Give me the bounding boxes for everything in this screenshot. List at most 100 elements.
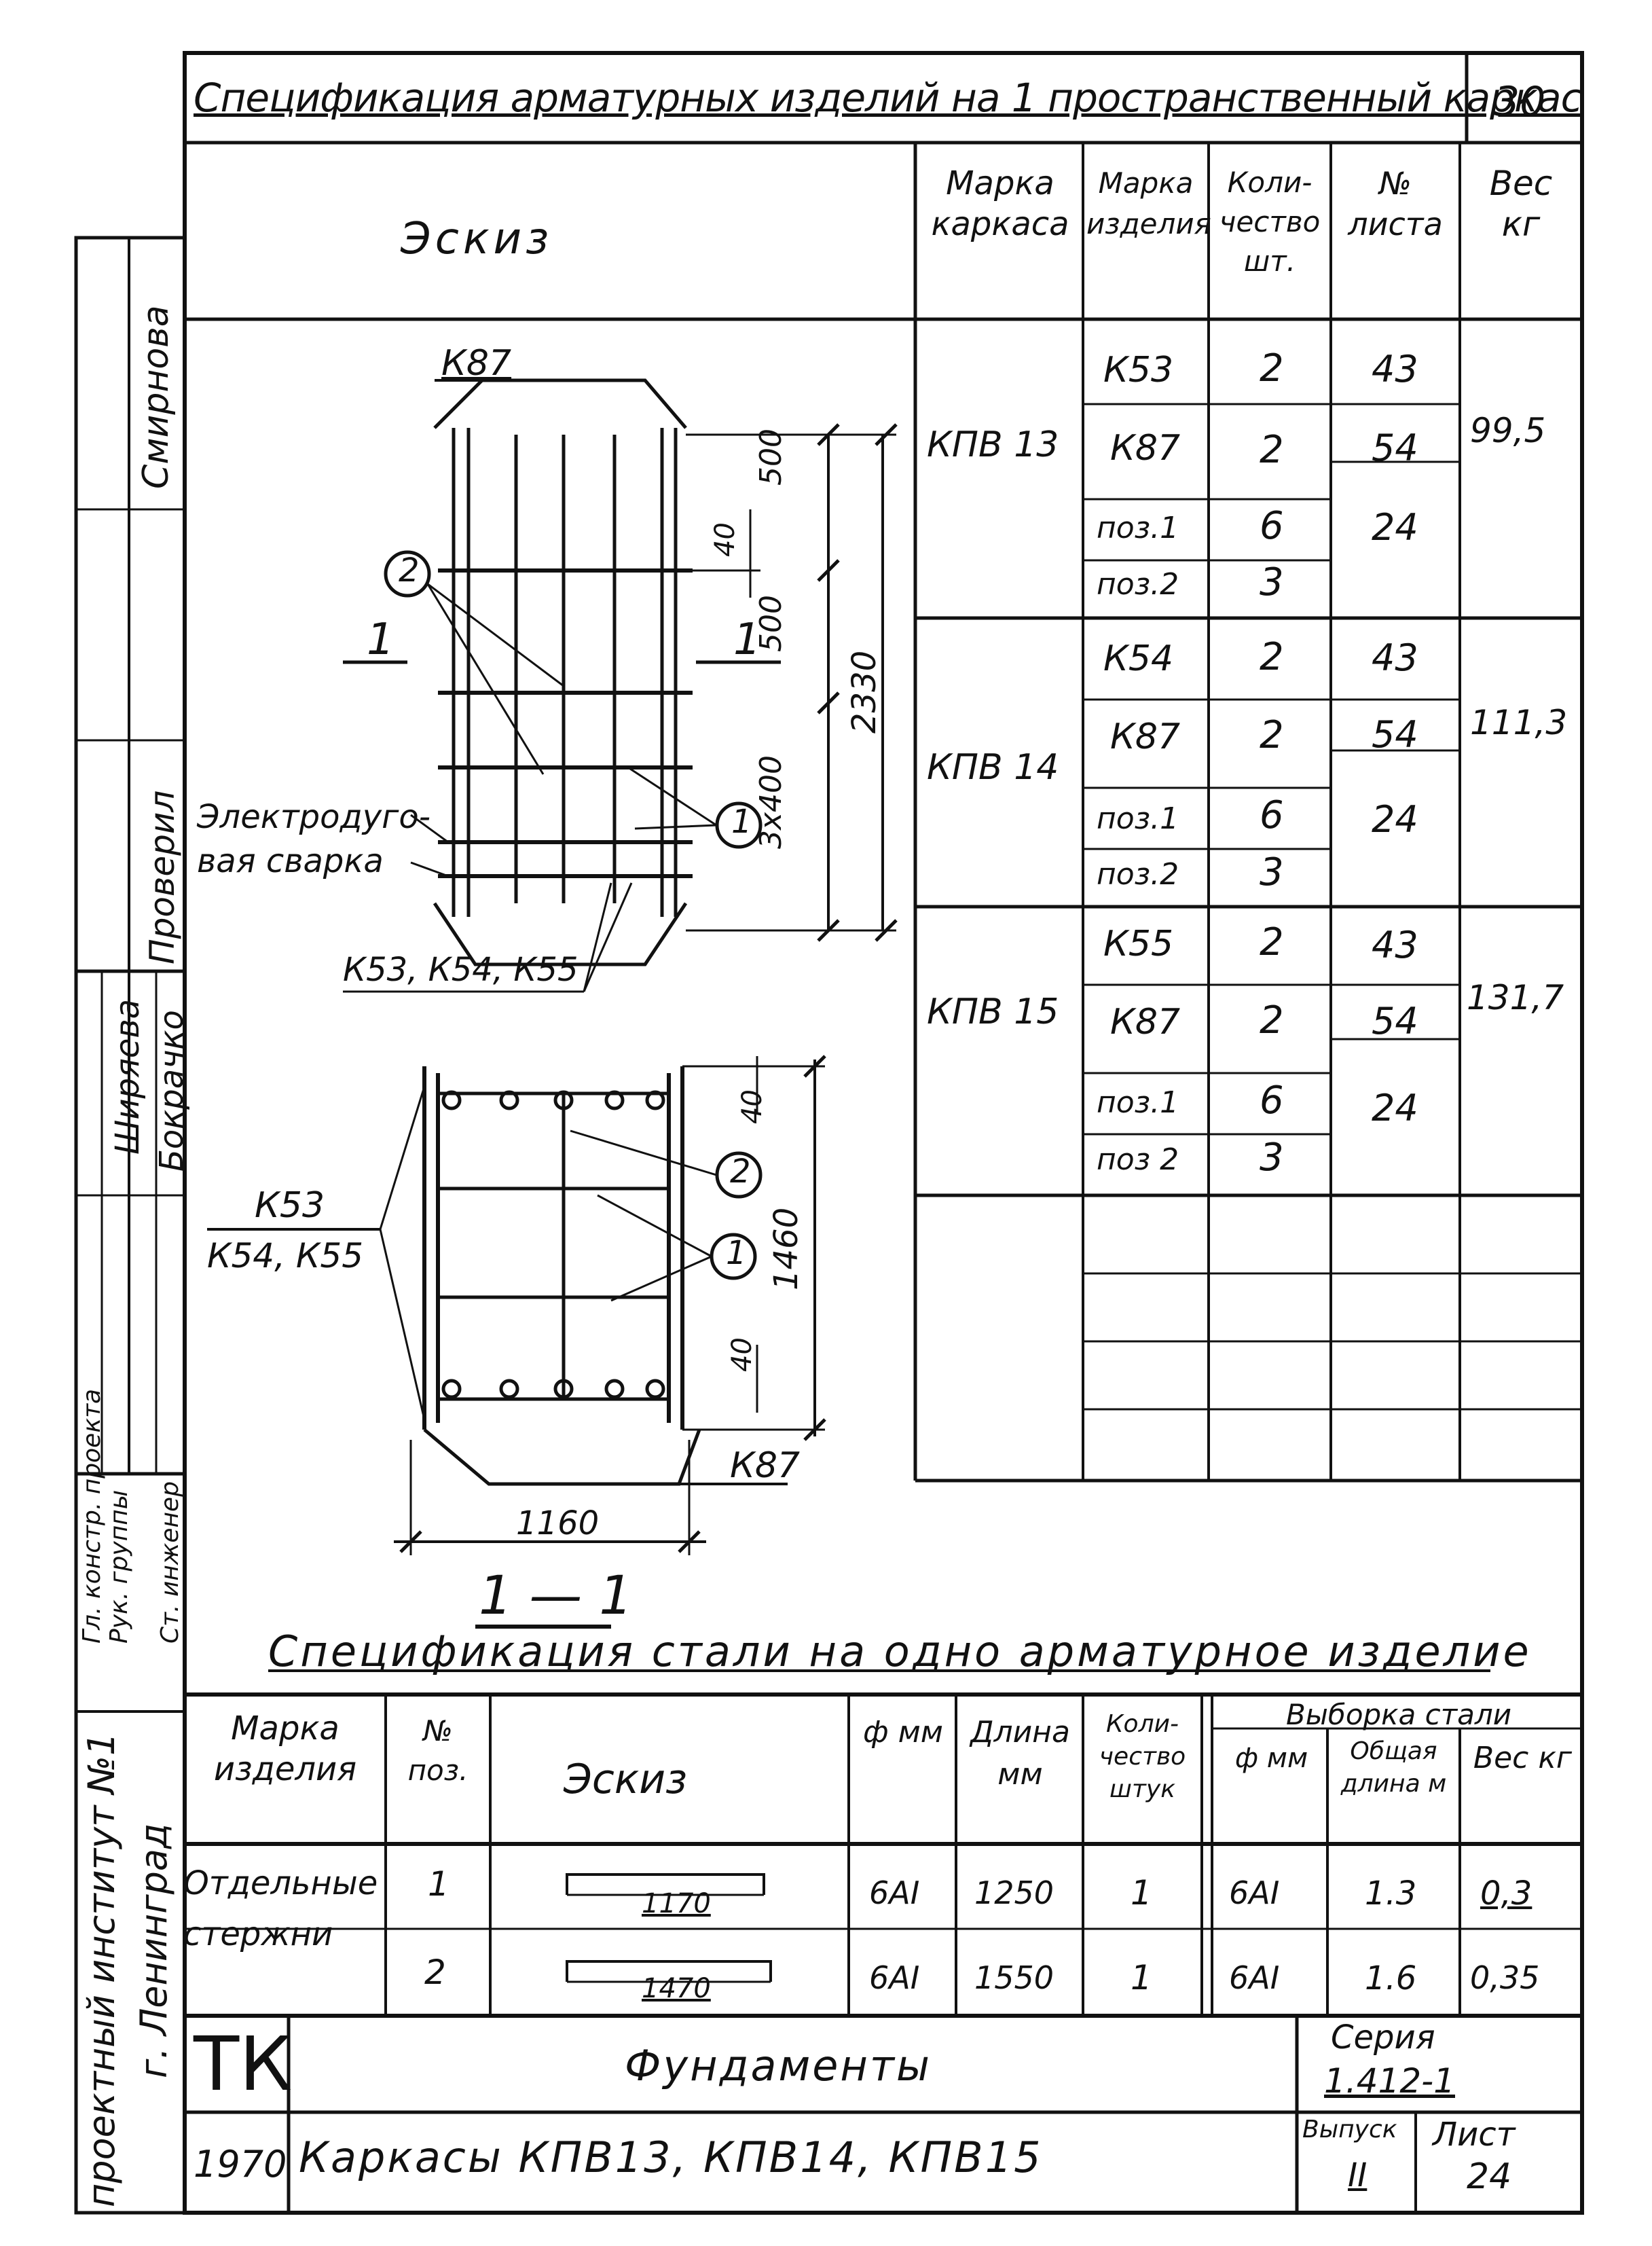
header-frame-mark: Марка каркаса xyxy=(931,164,1069,243)
side-role-engineer: Ст. инженер xyxy=(156,1481,184,1644)
label-k53-k55: К53, К54, К55 xyxy=(343,951,579,989)
steel-qty: 1 xyxy=(1131,1873,1152,1913)
steel-item-mark-2: стержни xyxy=(183,1915,333,1953)
callout-2-section: 2 xyxy=(730,1153,751,1191)
item-sheet: 24 xyxy=(1372,798,1418,841)
steel-header-item: Марка изделия xyxy=(213,1709,357,1788)
weight-kpv14: 111,3 xyxy=(1470,703,1568,742)
weight-kpv13: 99,5 xyxy=(1470,411,1546,450)
side-role-chief: Гл. констр. проекта xyxy=(78,1388,106,1644)
steel-sketch-length: 1170 xyxy=(642,1888,711,1919)
steel-length: 1550 xyxy=(974,1959,1054,1996)
steel-header-dia: ф мм xyxy=(863,1715,943,1750)
drawing-title: Каркасы КПВ13, КПВ14, КПВ15 xyxy=(299,2133,1043,2182)
item-sheet: 24 xyxy=(1372,1087,1418,1129)
item-qty: 3 xyxy=(1260,560,1284,604)
steel-sel-total: 1.3 xyxy=(1365,1874,1417,1913)
steel-pos: 2 xyxy=(424,1953,446,1992)
sheet-title: Спецификация арматурных изделий на 1 про… xyxy=(194,75,1582,121)
side-city: г. Ленинград xyxy=(132,1823,175,2078)
callout-2-top: 2 xyxy=(399,551,420,590)
dim-40-c: 40 xyxy=(727,1337,758,1372)
header-item-mark: Марка изделия xyxy=(1086,166,1211,240)
item-sheet: 43 xyxy=(1372,636,1418,679)
steel-sel-total: 1.6 xyxy=(1365,1959,1417,1997)
frame-mark-kpv13: КПВ 13 xyxy=(927,424,1059,465)
section-title: 1 — 1 xyxy=(479,1565,633,1627)
steel-sel-weight: 0,35 xyxy=(1470,1959,1540,1996)
series-value: 1.412-1 xyxy=(1324,2061,1455,2101)
item-sheet: 43 xyxy=(1372,924,1418,966)
side-role-checked: Проверил xyxy=(143,790,182,964)
dim-40-b: 40 xyxy=(737,1089,768,1124)
item-mark: К53 xyxy=(1103,350,1174,391)
steel-spec-title: Спецификация стали на одно арматурное из… xyxy=(268,1627,1532,1676)
dim-2330: 2330 xyxy=(845,650,883,733)
item-mark: поз.2 xyxy=(1097,857,1179,892)
item-sheet: 54 xyxy=(1372,427,1418,469)
steel-sel-dia: 6АI xyxy=(1229,1874,1280,1911)
steel-header-sketch: Эскиз xyxy=(564,1756,688,1803)
dim-3x400: 3х400 xyxy=(754,755,788,849)
item-sheet: 24 xyxy=(1372,506,1418,549)
section-mark-left: 1 xyxy=(367,615,394,665)
item-qty: 2 xyxy=(1260,998,1284,1043)
item-mark: поз.2 xyxy=(1097,567,1179,602)
steel-sel-dia: 6АI xyxy=(1229,1959,1280,1996)
steel-header-sel-dia: ф мм xyxy=(1234,1743,1308,1774)
dim-1460: 1460 xyxy=(767,1207,805,1290)
page-number: 30 xyxy=(1494,78,1546,126)
side-name-bokrachko: Бокрачко xyxy=(153,1010,191,1172)
welding-note-line-2: вая сварка xyxy=(197,842,384,880)
frame-mark-kpv14: КПВ 14 xyxy=(927,747,1059,788)
item-mark: поз.1 xyxy=(1097,511,1179,545)
item-qty: 2 xyxy=(1260,346,1284,391)
label-k87-top: К87 xyxy=(441,343,512,384)
series-label: Серия xyxy=(1331,2018,1435,2057)
header-quantity: Коли-чество шт. xyxy=(1219,166,1321,278)
steel-length: 1250 xyxy=(974,1874,1054,1911)
steel-item-mark-1: Отдельные xyxy=(183,1864,378,1902)
subject: Фундаменты xyxy=(625,2041,932,2090)
callout-1-top: 1 xyxy=(731,803,752,841)
weight-kpv15: 131,7 xyxy=(1467,978,1564,1017)
item-qty: 6 xyxy=(1260,1079,1284,1123)
steel-dia: 6АI xyxy=(869,1959,920,1996)
steel-pos: 1 xyxy=(428,1864,449,1904)
label-k54-k55: К54, К55 xyxy=(207,1236,364,1275)
item-mark: К87 xyxy=(1110,1002,1181,1043)
dim-40-a: 40 xyxy=(710,522,741,557)
label-k53: К53 xyxy=(255,1185,325,1226)
steel-sketch-length: 1470 xyxy=(642,1973,711,2004)
logo: ТК xyxy=(194,2021,293,2107)
item-qty: 2 xyxy=(1260,635,1284,679)
header-sheet-no: № листа xyxy=(1348,165,1443,242)
side-name-smirnova: Смирнова xyxy=(136,305,177,489)
issue-value: II xyxy=(1348,2156,1368,2194)
steel-header-sel-total: Общая длина м xyxy=(1340,1737,1447,1798)
dim-500-b: 500 xyxy=(754,595,788,652)
item-qty: 3 xyxy=(1260,1136,1284,1180)
item-sheet: 43 xyxy=(1372,348,1418,391)
item-qty: 2 xyxy=(1260,920,1284,964)
callout-1-section: 1 xyxy=(726,1234,747,1272)
steel-header-pos: № поз. xyxy=(407,1714,469,1787)
header-sketch: Эскиз xyxy=(401,214,553,264)
dim-500-a: 500 xyxy=(754,429,788,486)
frame-mark-kpv15: КПВ 15 xyxy=(927,992,1059,1032)
steel-sel-weight: 0,3 xyxy=(1480,1874,1532,1913)
label-k87-bottom: К87 xyxy=(730,1445,801,1486)
item-mark: поз.1 xyxy=(1097,801,1179,836)
dim-1160: 1160 xyxy=(516,1504,600,1542)
item-qty: 2 xyxy=(1260,428,1284,472)
issue-label: Выпуск xyxy=(1302,2116,1397,2143)
sheet-value: 24 xyxy=(1467,2156,1512,2197)
item-mark: К87 xyxy=(1110,428,1181,469)
section-mark-right: 1 xyxy=(733,615,761,665)
side-role-group-head: Рук. группы xyxy=(105,1489,133,1644)
item-mark: поз.1 xyxy=(1097,1085,1179,1120)
item-sheet: 54 xyxy=(1372,713,1418,756)
steel-header-qty: Коли-чество штук xyxy=(1099,1710,1186,1803)
